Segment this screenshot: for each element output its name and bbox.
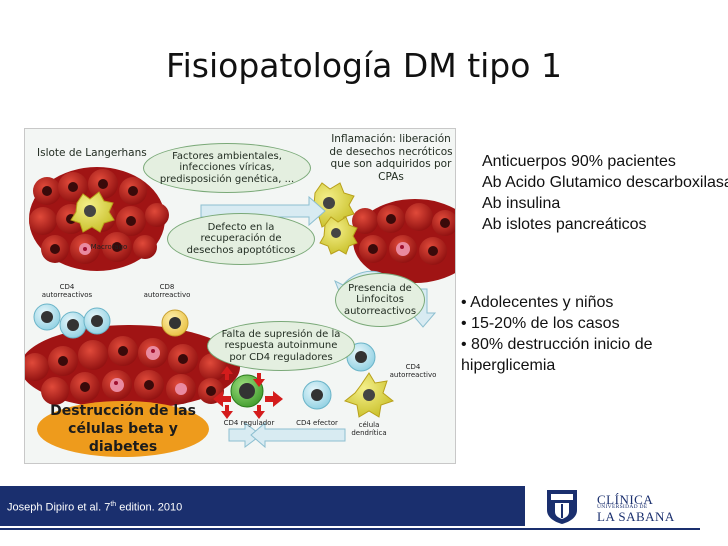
logo-line-1: CLÍNICA	[597, 492, 654, 507]
bullet-item: • 15-20% de los casos	[461, 313, 721, 334]
slide-title: Fisiopatología DM tipo 1	[166, 46, 562, 85]
suppression-bubble: Falta de supresión de la respuesta autoi…	[207, 321, 355, 371]
citation-text-end: edition. 2010	[116, 501, 183, 514]
dendritic-cell-label: célula dendrítica	[351, 421, 387, 437]
inflammation-label: Inflamación: liberación de desechos necr…	[329, 133, 453, 183]
bullet-item: • Adolecentes y niños	[461, 292, 721, 313]
red-arrows	[213, 366, 283, 419]
bullet-dot: •	[461, 294, 471, 311]
clinic-shield-icon	[547, 490, 577, 524]
antibody-item: Ab insulina	[482, 195, 561, 212]
beta-cell-destruction-label: Destrucción de las células beta y diabet…	[37, 401, 209, 457]
citation-text: Joseph Dipiro et al. 7	[7, 501, 111, 514]
cd4-regulator-label: CD4 regulador	[223, 419, 275, 427]
bullet-dot: •	[461, 315, 472, 332]
epidemiology-bullets: • Adolecentes y niños • 15-20% de los ca…	[461, 292, 721, 376]
islet-cluster-top-left	[29, 167, 169, 271]
islet-cluster-bottom	[25, 303, 240, 409]
cd4-autoreactive-right-label: CD4 autorreactivo	[389, 363, 437, 379]
macrophage-label: Macrofago	[90, 243, 128, 251]
footer: Joseph Dipiro et al. 7th edition. 2010 C…	[0, 486, 728, 546]
environmental-factors-bubble: Factores ambientales, infecciones vírica…	[143, 143, 311, 193]
cd4-autoreactive-label: CD4 autorreactivos	[41, 283, 93, 299]
antibody-item: Anticuerpos 90% pacientes	[482, 153, 676, 170]
islet-label: Islote de Langerhans	[37, 147, 147, 159]
antibody-item: Ab islotes pancreáticos	[482, 216, 647, 233]
bullet-item: • 80% destrucción inicio de hiperglicemi…	[461, 334, 721, 376]
bullet-dot: •	[461, 336, 472, 353]
islet-cluster-top-right	[308, 182, 455, 283]
cd4-effector-label: CD4 efector	[296, 419, 338, 427]
diagram-graphics	[25, 167, 455, 449]
bullet-text: Adolecentes y niños	[470, 294, 614, 311]
bullet-text: 80% destrucción inicio de hiperglicemia	[461, 336, 653, 374]
logo-line-3: LA SABANA	[597, 509, 675, 524]
antibody-item: Ab Acido Glutamico descarboxilasa	[482, 174, 728, 191]
pathophysiology-diagram: Islote de Langerhans Factores ambientale…	[24, 128, 456, 464]
antibody-list: Anticuerpos 90% pacientes Ab Acido Gluta…	[482, 151, 728, 235]
citation-superscript: th	[110, 501, 117, 508]
footer-underline	[0, 528, 700, 530]
cd8-autoreactive-label: CD8 autorreactivo	[143, 283, 191, 299]
lymphocytes-bubble: Presencia de Linfocitos autorreactivos	[335, 273, 425, 327]
bullet-text: 15-20% de los casos	[471, 315, 620, 332]
citation: Joseph Dipiro et al. 7th edition. 2010	[7, 501, 182, 514]
clinic-logo: CLÍNICA UNIVERSIDAD DE LA SABANA	[525, 486, 700, 526]
defect-bubble: Defecto en la recuperación de desechos a…	[167, 213, 315, 265]
logo-line-2: UNIVERSIDAD DE	[597, 504, 648, 510]
